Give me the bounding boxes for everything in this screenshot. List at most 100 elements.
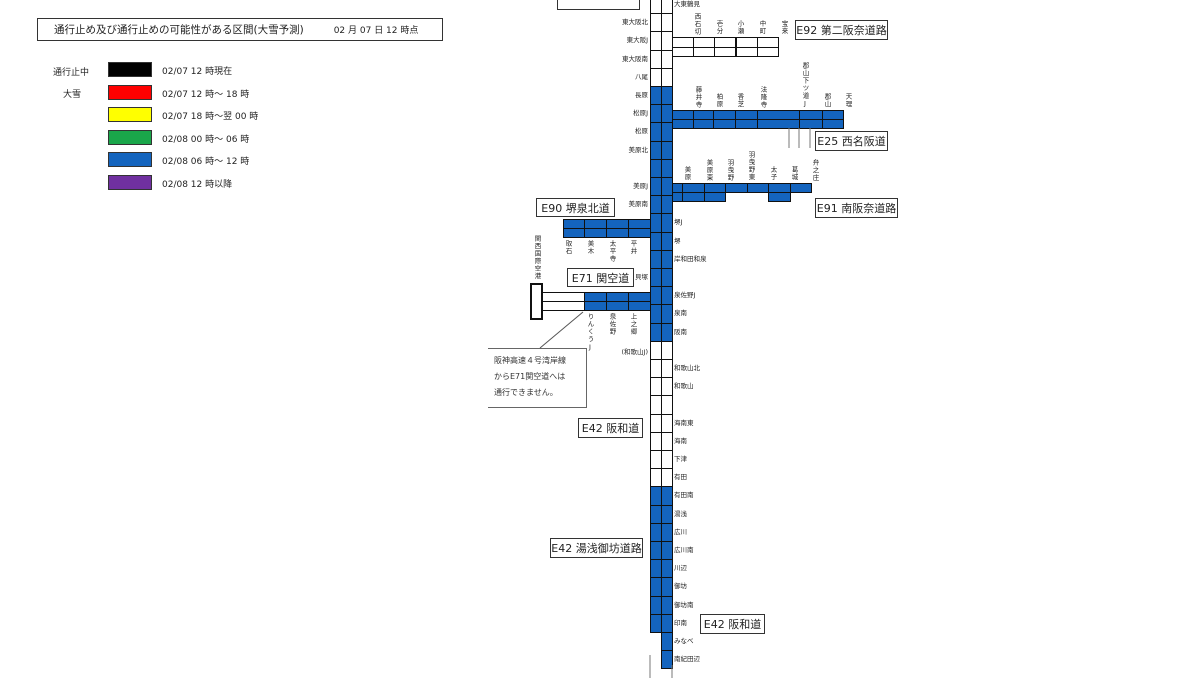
road-segment: [790, 183, 812, 193]
interchange-label: 松原: [635, 127, 648, 136]
legend-swatch: [108, 84, 152, 100]
e91-ic-label: 美原東: [703, 111, 715, 182]
interchange-label: 湯浅: [674, 509, 687, 518]
interchange-label: 大東鶴見: [674, 0, 700, 8]
e91-ic-label: 葛城: [788, 111, 800, 181]
interchange-label: 印南: [674, 618, 687, 627]
interchange-label: 岸和田和泉: [674, 254, 707, 263]
e71-ic-label: 上之郷: [627, 313, 639, 383]
road-segment: [628, 301, 651, 311]
legend-swatch: [108, 62, 152, 77]
legend-text: 02/08 00 時～ 06 時: [162, 134, 250, 145]
road-label-e90: E90 堺泉北道: [536, 198, 615, 217]
e91-ic-label: 羽曳野東: [745, 111, 757, 181]
e91-ic-label-text: 弁之庄: [811, 158, 819, 182]
interchange-label: 美原J: [633, 182, 648, 190]
interchange-label: 泉佐野J: [674, 291, 696, 300]
e25-ic-label-text: 法隆寺: [759, 85, 767, 109]
interchange-label: みなべ: [674, 637, 694, 645]
e92-ic-label: 宝来: [778, 0, 790, 35]
legend-text: 02/08 06 時～ 12 時: [162, 157, 250, 168]
legend-group-closed: 通行止中: [53, 68, 90, 78]
e71-ic-label-text: 上之郷: [629, 313, 637, 336]
e92-ic-label-text: 小瀬: [736, 20, 744, 35]
interchange-label: 川辺: [674, 564, 687, 573]
e91-ic-label: 弁之庄: [809, 111, 821, 182]
header-date: 02 月 07 日 12 時点: [333, 26, 419, 36]
interchange-label: 下津: [674, 455, 687, 463]
road-label-e92: E92 第二阪奈道路: [795, 20, 888, 40]
interchange-label: 和歌山: [674, 382, 694, 391]
interchange-label: 堺J: [674, 218, 683, 227]
e25-ic-label: 藤井寺: [692, 38, 704, 109]
e90-ic-label-text: 取石: [564, 240, 572, 255]
e91-ic-label-text: 美原: [683, 166, 691, 181]
interchange-label: 和歌山北: [674, 364, 700, 372]
legend-text: 02/07 12 時現在: [162, 67, 233, 77]
interchange-label: 南紀田辺: [674, 655, 700, 664]
e25-ic-label: 郡山下ツ道J: [799, 38, 811, 109]
legend-text: 02/08 12 時以降: [162, 180, 233, 190]
e25-ic-label-text: 郡山下ツ道J: [801, 61, 809, 109]
e92-ic-label: 中町: [756, 0, 768, 35]
legend-swatch: [108, 152, 152, 168]
airport-terminal: [530, 283, 543, 320]
e90-ic-label-text: 太平寺: [608, 240, 616, 263]
e25-ic-label-text: 藤井寺: [694, 85, 702, 109]
road-label-e42-hanwa: E42 阪和道: [578, 418, 643, 438]
e90-ic-label: 太平寺: [606, 240, 618, 310]
e90-ic-label: 取石: [562, 240, 574, 310]
interchange-label: 阪南: [674, 327, 687, 336]
e90-ic-label-text: 美木: [586, 240, 594, 255]
e92-ic-label-text: 壱分: [715, 20, 723, 35]
airport-label: 関西国際空港: [531, 210, 543, 280]
e92-ic-label-text: 宝来: [780, 20, 788, 35]
interchange-label: 泉南: [674, 309, 687, 318]
e91-ic-label-text: 太子: [769, 166, 777, 181]
airport-label-text: 関西国際空港: [533, 235, 541, 280]
note-line-3: 通行できません。: [494, 388, 558, 397]
e90-ic-label-text: 平井: [629, 240, 637, 255]
e91-ic-label-text: 羽曳野: [726, 158, 734, 182]
note-box: 阪神高速４号湾岸線 からE71関空道へは 通行できません。: [488, 348, 587, 408]
e91-ic-label: 太子: [767, 111, 779, 181]
top-partial-box: [557, 0, 640, 10]
e91-ic-label-text: 羽曳野東: [747, 151, 755, 181]
road-segment: [768, 192, 791, 202]
interchange-label: 美原北: [628, 145, 649, 154]
road-label-e71: E71 関空道: [567, 268, 634, 287]
e92-ic-label: 小瀬: [734, 0, 746, 35]
interchange-label: 八尾: [635, 72, 648, 81]
e25-ic-label-text: 柏原: [715, 93, 723, 108]
legend-swatch: [108, 107, 152, 123]
interchange-label: 東大阪J: [626, 36, 648, 45]
road-label-e25: E25 西名阪道: [815, 131, 888, 151]
note-pointer-line: [539, 311, 584, 349]
interchange-label: 東大阪北: [622, 18, 648, 27]
interchange-label: 東大阪南: [622, 54, 648, 63]
e71-ic-label-text: りんくうJ: [586, 313, 594, 352]
interchange-label: 松原J: [633, 109, 648, 118]
e25-ic-label: 香芝: [734, 38, 746, 108]
e90-ic-label: 平井: [627, 240, 639, 310]
e92-ic-label-text: 西石切: [693, 12, 701, 36]
e25-ic-label: 郡山: [821, 38, 833, 108]
legend-group-snow: 大雪: [63, 90, 82, 100]
road-segment: [822, 119, 844, 129]
e25-ic-label: 柏原: [713, 38, 725, 108]
road-segment: [757, 46, 779, 57]
road-label-e91: E91 南阪奈道路: [815, 198, 898, 218]
note-line-1: 阪神高速４号湾岸線: [494, 356, 566, 365]
e71-ic-label-text: 泉佐野: [608, 313, 616, 336]
interchange-label: 美原南: [628, 200, 649, 209]
e91-ic-label-text: 美原東: [705, 158, 713, 182]
road-segment: [714, 46, 736, 57]
e90-ic-label: 美木: [584, 240, 596, 310]
interchange-label: 海南: [674, 436, 687, 445]
e71-ic-label: 泉佐野: [606, 313, 618, 383]
e91-ic-label: 羽曳野: [724, 111, 736, 182]
road-segment: [704, 192, 726, 202]
interchange-label: 広川: [674, 527, 687, 536]
